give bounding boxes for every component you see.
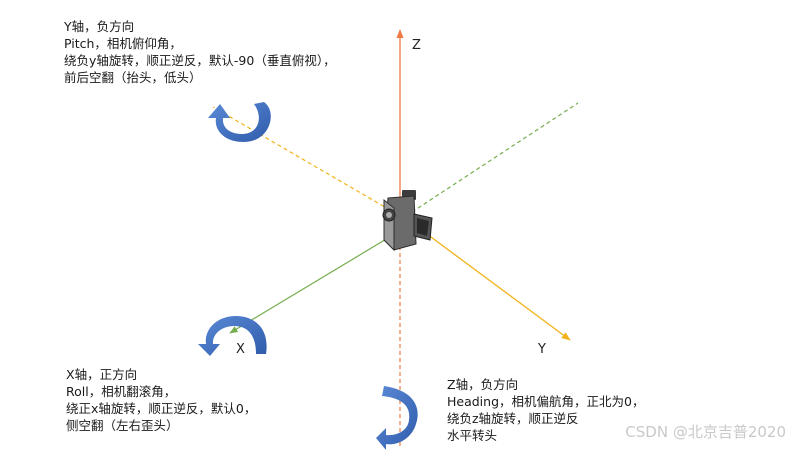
y-note-line-2: Pitch，相机俯仰角，: [64, 36, 182, 51]
y-note-line-1: Y轴，负方向: [64, 19, 135, 34]
pitch-rotation-arrow-icon: [208, 102, 271, 142]
roll-rotation-arrow-icon: [198, 316, 267, 356]
x-axis-negative-dashed: [411, 102, 579, 213]
y-axis-negative-dashed: [212, 106, 391, 211]
x-axis-note: X轴，正方向 Roll，相机翻滚角， 绕正x轴旋转，顺正逆反，默认0， 侧空翻（…: [66, 366, 256, 434]
x-note-line-3: 绕正x轴旋转，顺正逆反，默认0，: [66, 401, 257, 416]
z-axis-note: Z轴，负方向 Heading，相机偏航角，正北为0， 绕负z轴旋转，顺正逆反 水…: [447, 376, 644, 444]
x-note-line-4: 侧空翻（左右歪头）: [66, 418, 179, 433]
x-axis-label: X: [236, 342, 245, 357]
z-note-line-3: 绕负z轴旋转，顺正逆反: [447, 411, 579, 426]
x-note-line-2: Roll，相机翻滚角，: [66, 384, 177, 399]
y-axis-label: Y: [538, 342, 546, 357]
video-camera-icon: [382, 190, 433, 252]
z-axis-label: Z: [412, 38, 421, 53]
y-note-line-4: 前后空翻（抬头，低头）: [64, 70, 202, 85]
y-axis-note: Y轴，负方向 Pitch，相机俯仰角， 绕负y轴旋转，顺正逆反，默认-90（垂直…: [64, 18, 336, 86]
y-axis-positive: [407, 219, 571, 341]
y-note-line-3: 绕负y轴旋转，顺正逆反，默认-90（垂直俯视），: [64, 53, 336, 68]
watermark: CSDN @北京吉普2020: [625, 423, 786, 441]
x-axis-positive: [229, 237, 389, 334]
z-note-line-1: Z轴，负方向: [447, 377, 519, 392]
x-note-line-1: X轴，正方向: [66, 367, 138, 382]
z-note-line-2: Heading，相机偏航角，正北为0，: [447, 394, 645, 409]
heading-rotation-arrow-icon: [376, 386, 418, 450]
z-note-line-4: 水平转头: [447, 428, 498, 443]
